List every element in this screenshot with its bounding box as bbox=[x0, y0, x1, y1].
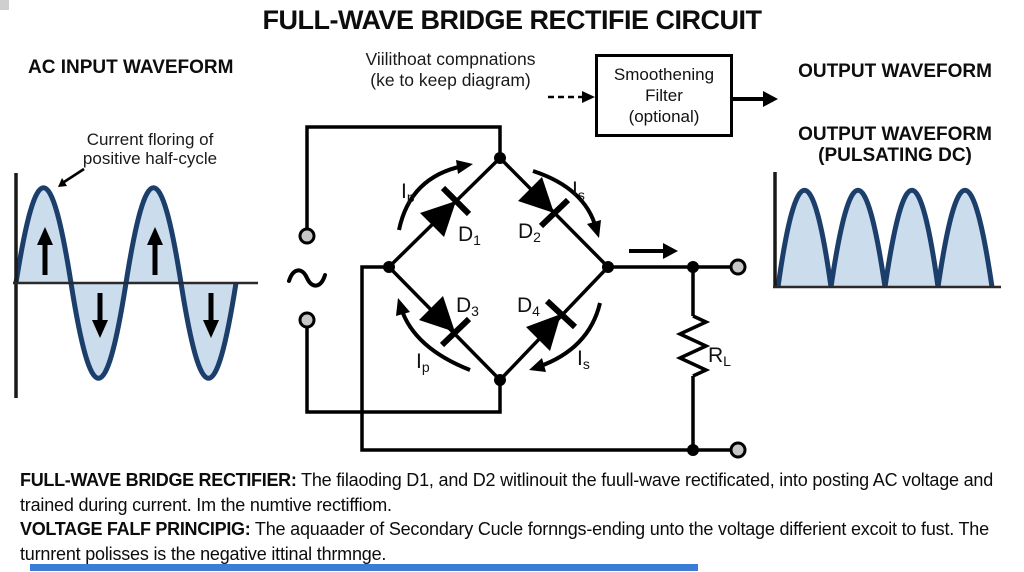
caption-2-body: The aquaader of Secondary Cucle fornngs-… bbox=[20, 519, 989, 564]
caption-paragraph-2: VOLTAGE FALF PRINCIPIG: The aquaader of … bbox=[20, 517, 1012, 566]
positive-half-cycle-annotation: Current floring of positive half-cycle bbox=[60, 130, 240, 168]
filter-note: Viilithoat compnations (ke to keep diagr… bbox=[338, 49, 563, 91]
junction-dots bbox=[383, 152, 699, 456]
output-waveform-plot bbox=[773, 172, 1001, 289]
label-d3: D3 bbox=[456, 294, 479, 319]
pulsating-dc-heading: OUTPUT WAVEFORM (PULSATING DC) bbox=[770, 124, 1020, 166]
label-d2: D2 bbox=[518, 220, 541, 245]
label-is-lower: Is bbox=[577, 347, 590, 372]
video-progress-bar[interactable] bbox=[30, 564, 698, 571]
ac-input-waveform-plot bbox=[13, 167, 258, 398]
caption-text: FULL-WAVE BRIDGE RECTIFIER: The filaodin… bbox=[20, 468, 1012, 566]
caption-paragraph-1: FULL-WAVE BRIDGE RECTIFIER: The filaodin… bbox=[20, 468, 1012, 517]
input-terminal-bottom bbox=[298, 311, 316, 329]
circuit-wires bbox=[305, 125, 738, 452]
filter-box-line2: Filter bbox=[645, 86, 683, 105]
label-is-upper: Is bbox=[572, 178, 585, 203]
load-resistor bbox=[675, 314, 711, 378]
filter-box-line3: (optional) bbox=[628, 107, 700, 126]
pulsating-dc-heading-line1: OUTPUT WAVEFORM bbox=[798, 124, 992, 145]
label-ip-lower: Ip bbox=[416, 350, 430, 375]
ac-input-heading: AC INPUT WAVEFORM bbox=[28, 57, 234, 78]
diode-d1 bbox=[420, 185, 472, 237]
output-terminal-top bbox=[729, 258, 747, 276]
dashed-arrow-icon bbox=[548, 91, 595, 103]
diode-d3 bbox=[419, 296, 472, 348]
annotation-line2: positive half-cycle bbox=[82, 149, 218, 168]
diode-d4 bbox=[526, 298, 578, 351]
label-ip-upper: Ip bbox=[401, 180, 415, 205]
annotation-pointer-arrow-icon bbox=[58, 167, 85, 187]
filter-box-line1: Smoothening bbox=[613, 65, 715, 84]
current-direction-arrows bbox=[37, 227, 219, 338]
output-waveform-heading: OUTPUT WAVEFORM bbox=[798, 61, 992, 82]
output-terminal-bottom bbox=[729, 441, 747, 459]
current-flow-arrows bbox=[396, 160, 602, 372]
ac-source-symbol bbox=[287, 268, 327, 288]
filter-note-line2: (ke to keep diagram) bbox=[370, 70, 531, 90]
caption-1-body: The filaoding D1, and D2 witlinouit the … bbox=[20, 470, 994, 515]
pulsating-dc-heading-line2: (PULSATING DC) bbox=[818, 145, 972, 166]
bridge-circuit: D1 D2 D3 D4 Ip Is Ip Is RL bbox=[287, 125, 747, 459]
annotation-line1: Current floring of bbox=[86, 130, 214, 149]
caption-1-label: FULL-WAVE BRIDGE RECTIFIER: bbox=[20, 470, 297, 490]
terminals bbox=[298, 227, 747, 459]
filter-note-line1: Viilithoat compnations bbox=[365, 49, 536, 69]
output-current-arrow-icon bbox=[629, 243, 678, 259]
label-d1: D1 bbox=[458, 223, 481, 248]
diode-d2 bbox=[518, 177, 571, 229]
caption-2-label: VOLTAGE FALF PRINCIPIG: bbox=[20, 519, 251, 539]
pulsating-dc-humps bbox=[775, 188, 995, 288]
corner-artifact bbox=[0, 0, 9, 10]
label-rl: RL bbox=[708, 344, 731, 369]
smoothing-filter-box: Smoothening Filter (optional) bbox=[595, 54, 733, 137]
filter-output-arrow-icon bbox=[733, 91, 778, 107]
diagram-title: FULL-WAVE BRIDGE RECTIFIE CIRCUIT bbox=[262, 5, 762, 35]
label-d4: D4 bbox=[517, 294, 540, 319]
input-terminal-top bbox=[298, 227, 316, 245]
